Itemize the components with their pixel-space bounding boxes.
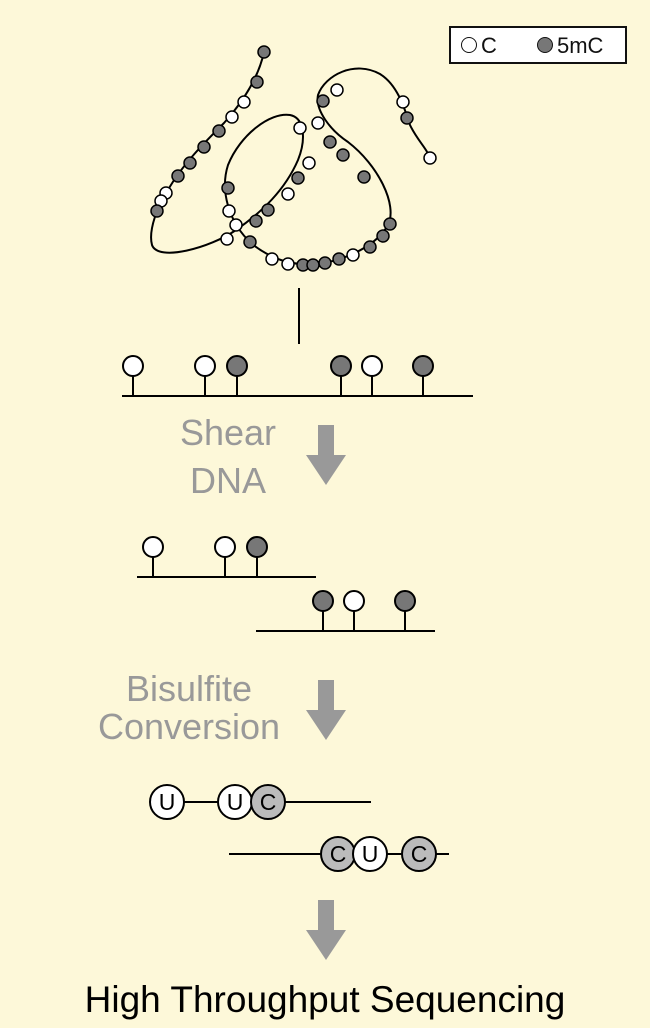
methylated-bead (291, 171, 305, 185)
converted-base-letter: U (227, 789, 244, 815)
unmethylated-bead (220, 232, 234, 246)
legend-label-5mc: 5mC (557, 33, 604, 58)
methylated-bead (250, 75, 264, 89)
methylated-bead (332, 252, 346, 266)
unmethylated-bead (225, 110, 239, 124)
converted-base-letter: C (330, 841, 347, 867)
methylated-bead (363, 240, 377, 254)
sequencing-arrow-head (306, 930, 346, 960)
genomic-dna (122, 355, 473, 397)
methylated-bead (383, 217, 397, 231)
unmethylated-bead (281, 187, 295, 201)
methylated-bead (336, 148, 350, 162)
unmethylated-bead (302, 156, 316, 170)
unmethylated-bead (423, 151, 437, 165)
methylated-bead (306, 258, 320, 272)
shear-dna-label: Shear DNA (160, 414, 296, 500)
legend-label-c: C (481, 33, 497, 58)
bisulfite-conversion-label: Bisulfite Conversion (78, 670, 300, 746)
unmethylated-bead (311, 116, 325, 130)
shear-label-line1: Shear (179, 412, 277, 453)
methylated-site (412, 355, 434, 377)
methylated-bead (150, 204, 164, 218)
methylated-c-icon (537, 37, 553, 54)
methylated-bead (249, 214, 263, 228)
converted-base-letter: U (362, 841, 379, 867)
methylated-bead (257, 45, 271, 59)
bisulfite-arrow (306, 680, 346, 740)
converted-base-letter: U (159, 789, 176, 815)
legend: C 5mC (449, 26, 627, 64)
uracil-base (352, 836, 388, 872)
unmethylated-site (122, 355, 144, 377)
sequencing-arrow-shaft (318, 900, 334, 930)
unmethylated-bead (396, 95, 410, 109)
cytosine-base (401, 836, 437, 872)
methylated-bead (183, 156, 197, 170)
sequencing-arrow (306, 900, 346, 960)
legend-item-5mc: 5mC (537, 32, 603, 60)
unmethylated-bead (229, 218, 243, 232)
methylated-bead (243, 235, 257, 249)
unmethylated-bead (281, 257, 295, 271)
bisulfite-arrow-head (306, 710, 346, 740)
bisulfite-arrow-shaft (318, 680, 334, 710)
methylated-bead (400, 111, 414, 125)
unmethylated-bead (293, 121, 307, 135)
coiled-dna (150, 45, 437, 272)
methylated-bead (323, 135, 337, 149)
methylated-bead (212, 124, 226, 138)
unmethylated-bead (237, 95, 251, 109)
shear-label-line2: DNA (189, 460, 266, 501)
legend-item-c: C (461, 32, 497, 60)
unmethylated-bead (222, 204, 236, 218)
shear-arrow (306, 425, 346, 485)
bisulfite-label-line1: Bisulfite (125, 668, 253, 709)
unmethylated-site (361, 355, 383, 377)
unmethylated-bead (265, 252, 279, 266)
uracil-base (149, 784, 185, 820)
methylated-bead (376, 229, 390, 243)
unmethylated-bead (330, 83, 344, 97)
methylated-site (394, 590, 416, 612)
methylated-site (226, 355, 248, 377)
methylated-bead (261, 203, 275, 217)
cytosine-base (250, 784, 286, 820)
methylated-bead (316, 94, 330, 108)
unmethylated-site (142, 536, 164, 558)
methylated-bead (357, 170, 371, 184)
high-throughput-sequencing-label: High Throughput Sequencing (84, 979, 566, 1020)
sheared-fragments (137, 536, 435, 632)
methylated-bead (221, 181, 235, 195)
methylated-bead (171, 169, 185, 183)
converted-base-letter: C (411, 841, 428, 867)
methylated-bead (318, 256, 332, 270)
bisulfite-label-line2: Conversion (97, 706, 281, 747)
shear-arrow-head (306, 455, 346, 485)
unmethylated-site (194, 355, 216, 377)
methylated-site (330, 355, 352, 377)
shear-arrow-shaft (318, 425, 334, 455)
unmethylated-site (214, 536, 236, 558)
methylated-bead (197, 140, 211, 154)
converted-base-letter: C (260, 789, 277, 815)
methylated-site (246, 536, 268, 558)
unmethylated-bead (346, 248, 360, 262)
unmethylated-c-icon (461, 37, 477, 54)
unmethylated-site (343, 590, 365, 612)
methylated-site (312, 590, 334, 612)
